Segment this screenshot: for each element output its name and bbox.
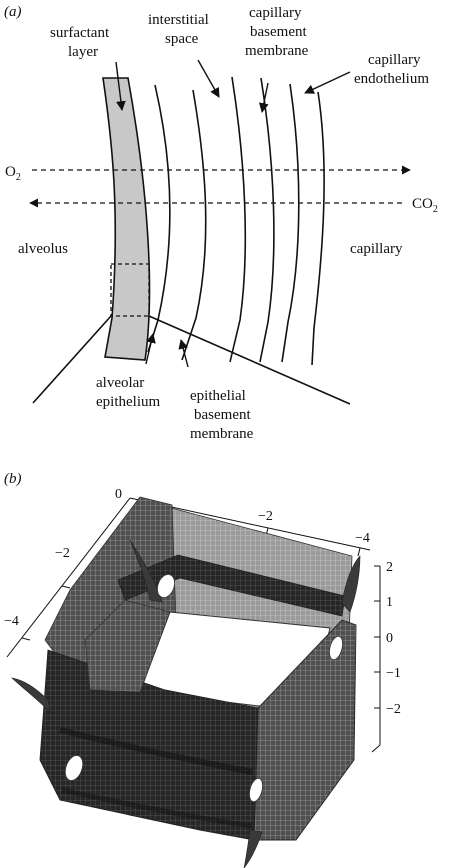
co2-label: CO2: [412, 196, 438, 215]
inset-line-left: [32, 315, 112, 404]
capillary-endothelium-arrow: [304, 71, 351, 94]
capillary-endothelium-label: capillary endothelium: [354, 52, 429, 87]
membrane-line-5: [281, 83, 300, 363]
y-tick-0: −2: [55, 546, 70, 561]
surface-front-left-wall: [39, 649, 259, 841]
surface-inner-left-wall: [84, 599, 171, 693]
capillary-basement-arrow: [258, 82, 269, 113]
surfactant-arrow: [115, 61, 126, 111]
surface-hole-1: [157, 573, 175, 599]
panel-b: (b) 0 −2 −4 −2 −4 2 1 0 −1 −2: [4, 471, 401, 868]
surface-hole-2: [329, 635, 343, 661]
surfactant-layer-band: [102, 77, 151, 361]
z-tick-0: 2: [386, 560, 393, 575]
panel-b-label: (b): [4, 471, 22, 487]
z-tick-3: −1: [386, 666, 401, 681]
membrane-line-3: [229, 76, 247, 363]
surfactant-label: surfactant layer: [50, 25, 113, 60]
surface-hole-4: [249, 777, 263, 803]
surface-shade-band-2: [61, 787, 253, 829]
interstitial-label: interstitial space: [148, 12, 213, 47]
y-tick-1: −4: [4, 614, 19, 629]
alveolar-epithelium-label: alveolar epithelium: [96, 375, 160, 410]
surface-hole-3: [64, 755, 84, 781]
alveolus-label: alveolus: [18, 241, 68, 257]
epithelial-basement-label: epithelial basement membrane: [190, 388, 254, 442]
z-tick-4: −2: [386, 702, 401, 717]
interstitial-arrow: [197, 59, 220, 98]
membrane-line-6: [311, 91, 325, 366]
capillary-basement-label: capillary basement membrane: [245, 5, 310, 59]
surface-spike-right-top: [341, 555, 361, 613]
membrane-line-1: [147, 84, 171, 353]
membrane-line-4: [259, 77, 275, 363]
alveolar-epithelium-arrow: [145, 333, 156, 365]
capillary-label: capillary: [350, 241, 403, 257]
o2-label: O2: [5, 164, 21, 183]
x-tick-0: 0: [115, 487, 122, 502]
epithelial-basement-arrow: [178, 339, 189, 368]
inset-line-right: [148, 315, 351, 405]
surface-shade-band-1: [59, 727, 253, 775]
inset-box: [110, 263, 150, 317]
z-tick-1: 1: [386, 595, 393, 610]
membrane-line-2: [181, 89, 207, 361]
panel-a-label: (a): [4, 4, 22, 20]
panel-a: (a) O2 CO2 surfactant layer inte: [4, 4, 438, 442]
z-tick-2: 0: [386, 631, 393, 646]
x-tick-2: −4: [355, 531, 370, 546]
surface-spike-left: [11, 677, 51, 713]
surface-plot: [11, 496, 361, 868]
x-tick-1: −2: [258, 509, 273, 524]
